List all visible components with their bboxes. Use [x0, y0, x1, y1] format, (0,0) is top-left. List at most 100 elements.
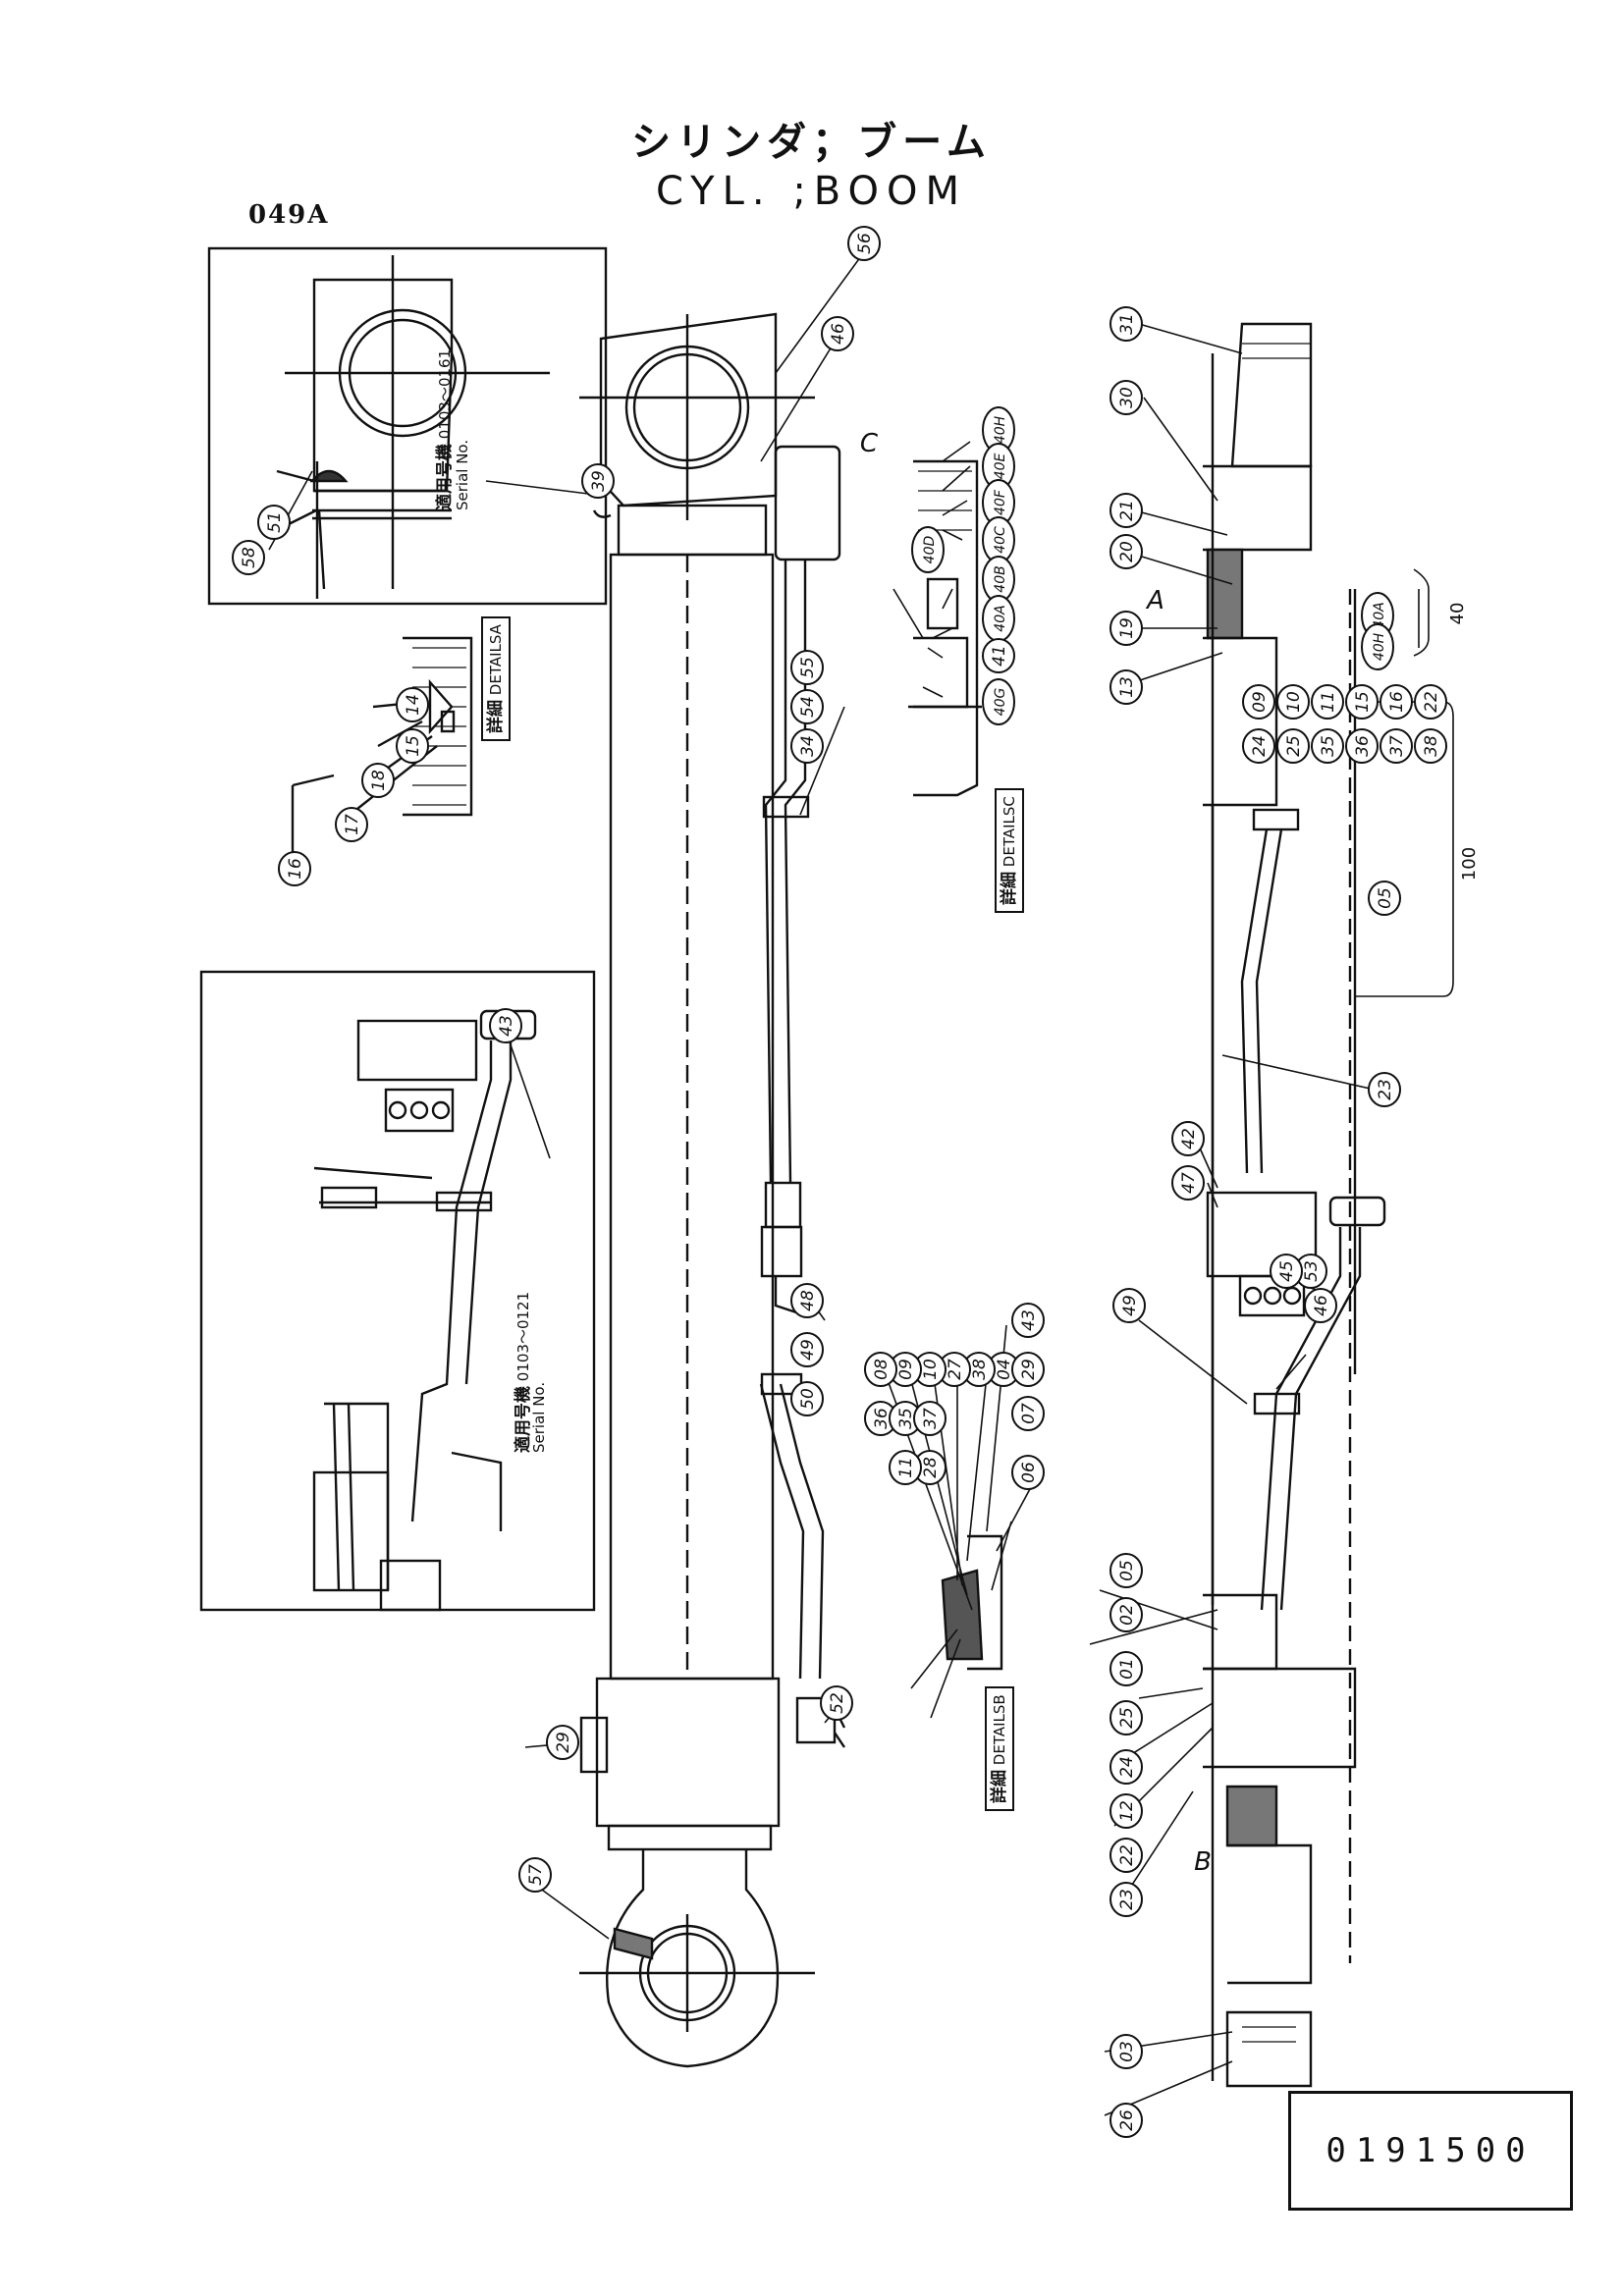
svg-text:17: 17 [343, 814, 362, 835]
svg-text:29: 29 [1019, 1359, 1039, 1380]
svg-text:40H: 40H [993, 415, 1008, 444]
part-balloon-35: 35 [1311, 728, 1344, 764]
svg-text:03: 03 [1117, 2041, 1137, 2062]
part-balloon-29: 29 [1011, 1352, 1045, 1387]
svg-text:45: 45 [1277, 1260, 1297, 1282]
section-letter-a: A [1145, 586, 1164, 615]
part-balloon-08: 08 [864, 1352, 897, 1387]
part-balloon-40g: 40G [982, 678, 1015, 725]
part-balloon-09: 09 [1242, 684, 1275, 720]
inset-rod-end-detail [207, 246, 608, 606]
svg-text:49: 49 [798, 1339, 818, 1361]
title-japanese: シリンダ；ブーム [631, 120, 992, 165]
part-balloon-41: 41 [982, 638, 1015, 673]
part-balloon-03: 03 [1109, 2034, 1143, 2069]
serial-label-2-en: Serial No. [530, 1381, 548, 1453]
svg-text:21: 21 [1117, 500, 1137, 521]
svg-text:15: 15 [404, 735, 423, 757]
part-balloon-58: 58 [232, 540, 265, 575]
svg-text:36: 36 [872, 1408, 892, 1429]
svg-text:36: 36 [1353, 735, 1373, 757]
svg-text:40G: 40G [993, 688, 1008, 717]
svg-text:47: 47 [1179, 1172, 1199, 1194]
svg-text:34: 34 [798, 735, 818, 757]
part-balloon-43: 43 [489, 1008, 522, 1043]
part-balloon-40a: 40A [982, 595, 1015, 642]
part-balloon-40d: 40D [911, 526, 945, 573]
part-balloon-38: 38 [1414, 728, 1447, 764]
part-balloon-05: 05 [1109, 1553, 1143, 1588]
part-balloon-40c: 40C [982, 516, 1015, 563]
svg-text:26: 26 [1117, 2109, 1137, 2131]
detail-b-section [941, 1534, 1003, 1671]
part-balloon-16: 16 [1380, 684, 1413, 720]
part-balloon-56: 56 [847, 226, 881, 261]
svg-text:40A: 40A [1372, 602, 1387, 628]
svg-text:51: 51 [265, 511, 285, 533]
title-english: CYL. ;BOOM [655, 169, 968, 214]
svg-text:09: 09 [896, 1359, 916, 1380]
svg-text:40D: 40D [922, 535, 938, 563]
svg-text:11: 11 [896, 1457, 916, 1478]
details-c-label: 詳細 DETAILSC [995, 788, 1024, 913]
svg-text:09: 09 [1250, 691, 1270, 713]
svg-text:18: 18 [369, 770, 389, 791]
svg-text:04: 04 [995, 1359, 1014, 1380]
svg-text:29: 29 [554, 1732, 573, 1753]
svg-text:50: 50 [798, 1388, 818, 1410]
svg-text:28: 28 [921, 1457, 941, 1478]
section-letter-c: C [860, 429, 879, 458]
svg-text:46: 46 [829, 323, 848, 345]
svg-text:10: 10 [1284, 691, 1304, 713]
svg-text:24: 24 [1250, 735, 1270, 757]
part-balloon-23: 23 [1368, 1072, 1401, 1107]
part-balloon-05: 05 [1368, 881, 1401, 916]
serial-label-1: 適用号機 0103～0161 [435, 348, 455, 510]
part-balloon-37: 37 [913, 1401, 947, 1436]
svg-text:07: 07 [1019, 1403, 1039, 1424]
part-balloon-15: 15 [1345, 684, 1379, 720]
part-balloon-40e: 40E [982, 443, 1015, 490]
part-balloon-49: 49 [790, 1332, 824, 1367]
part-balloon-52: 52 [820, 1685, 853, 1721]
details-b-label: 詳細 DETAILSB [985, 1686, 1014, 1811]
svg-text:39: 39 [589, 470, 609, 492]
part-balloon-25: 25 [1109, 1700, 1143, 1735]
part-balloon-36: 36 [1345, 728, 1379, 764]
part-balloon-46: 46 [821, 316, 854, 351]
part-balloon-04: 04 [987, 1352, 1020, 1387]
part-balloon-06: 06 [1011, 1455, 1045, 1490]
svg-text:43: 43 [497, 1015, 516, 1037]
part-balloon-37: 37 [1380, 728, 1413, 764]
svg-text:35: 35 [896, 1408, 916, 1429]
part-balloon-36: 36 [864, 1401, 897, 1436]
svg-text:41: 41 [990, 645, 1009, 667]
svg-text:30: 30 [1117, 387, 1137, 408]
part-balloon-18: 18 [361, 763, 395, 798]
svg-text:49: 49 [1120, 1295, 1140, 1316]
part-balloon-12: 12 [1109, 1793, 1143, 1829]
serial-label-1-en: Serial No. [454, 439, 471, 510]
svg-text:37: 37 [921, 1408, 941, 1429]
part-balloon-10: 10 [1276, 684, 1310, 720]
svg-text:06: 06 [1019, 1462, 1039, 1483]
part-balloon-50: 50 [790, 1381, 824, 1416]
svg-text:23: 23 [1117, 1889, 1137, 1910]
part-balloon-49: 49 [1112, 1288, 1146, 1323]
svg-text:22: 22 [1117, 1844, 1137, 1866]
svg-text:58: 58 [240, 547, 259, 568]
part-balloon-02: 02 [1109, 1597, 1143, 1632]
svg-text:25: 25 [1117, 1707, 1137, 1729]
svg-text:54: 54 [798, 696, 818, 718]
svg-text:56: 56 [855, 233, 875, 254]
svg-text:31: 31 [1117, 313, 1137, 335]
part-balloon-43: 43 [1011, 1303, 1045, 1338]
svg-text:22: 22 [1422, 691, 1441, 713]
part-balloon-19: 19 [1109, 611, 1143, 646]
svg-text:43: 43 [1019, 1309, 1039, 1331]
part-balloon-15: 15 [396, 728, 429, 764]
drawing-number: 0191500 [1325, 2131, 1536, 2170]
part-balloon-27: 27 [938, 1352, 971, 1387]
part-balloon-26: 26 [1109, 2103, 1143, 2138]
svg-text:40B: 40B [993, 565, 1008, 592]
